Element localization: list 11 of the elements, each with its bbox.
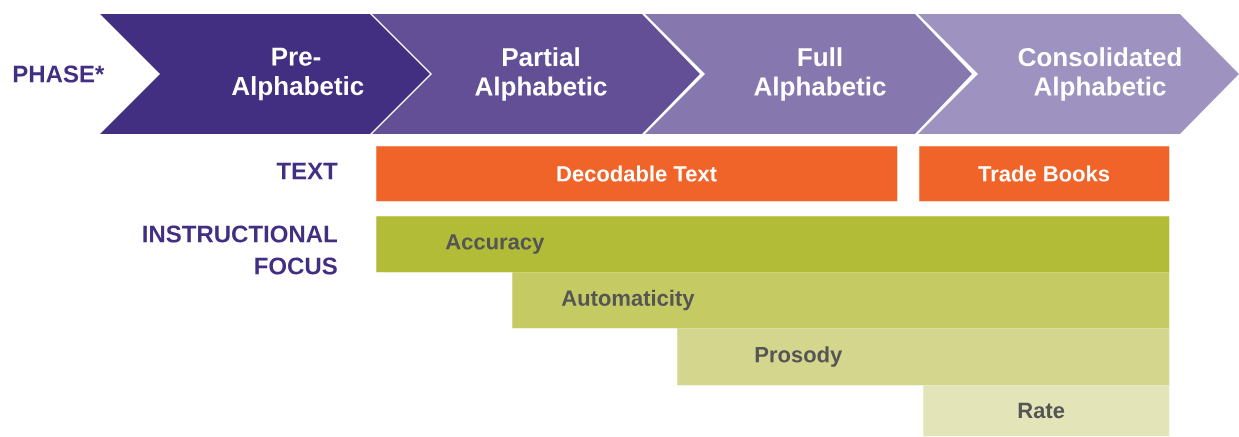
- row-label: TEXT: [276, 162, 338, 180]
- text-type-bar: Trade Books: [919, 146, 1170, 202]
- focus-bar: Prosody: [677, 328, 1170, 386]
- focus-bar: Rate: [923, 385, 1170, 437]
- phase-banner: Full Alphabetic: [645, 14, 972, 134]
- text-type-bar: Decodable Text: [376, 146, 898, 202]
- row-label: INSTRUCTIONAL FOCUS: [143, 225, 337, 275]
- phase-banner: Consolidated Alphabetic: [918, 14, 1239, 134]
- focus-bar: Accuracy: [376, 216, 1170, 273]
- phase-banner: Partial Alphabetic: [372, 14, 700, 134]
- focus-bar: Automaticity: [512, 272, 1170, 329]
